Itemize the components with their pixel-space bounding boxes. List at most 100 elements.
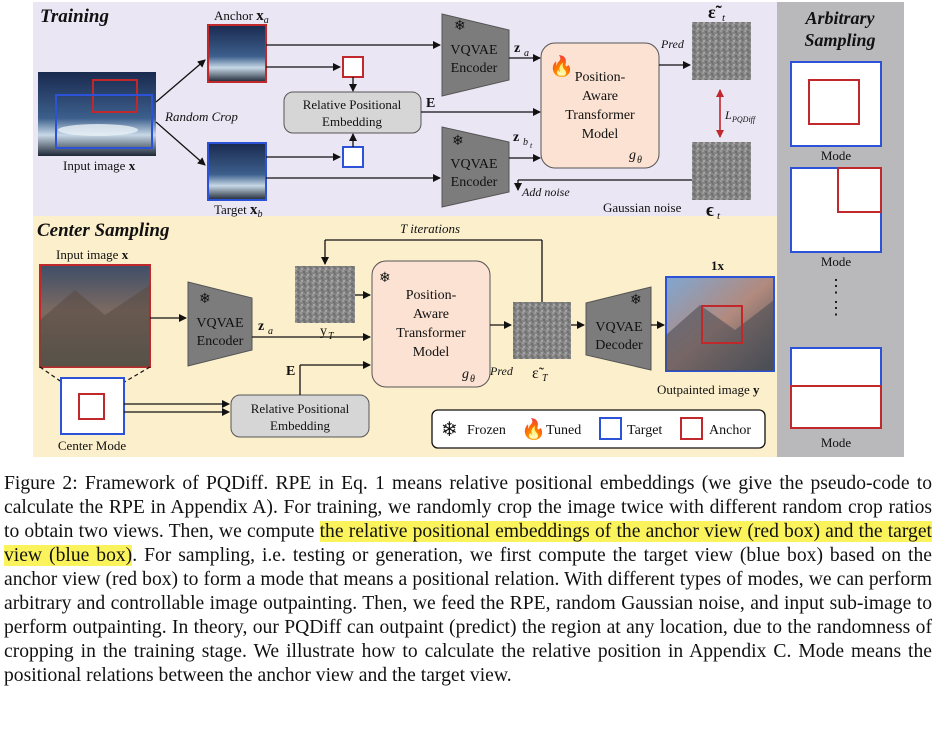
- svg-text:b: b: [523, 137, 528, 148]
- svg-text:Input image x: Input image x: [56, 247, 129, 262]
- center-input-label: Input image: [56, 247, 119, 262]
- svg-text:T: T: [542, 373, 549, 384]
- svg-text:Outpainted image y: Outpainted image y: [657, 382, 760, 397]
- svg-text:Input image x: Input image x: [63, 158, 136, 173]
- target-image: [207, 142, 267, 201]
- vqvae-encoder-bottom: [441, 126, 510, 208]
- figure-caption: Figure 2: Framework of PQDiff. RPE in Eq…: [4, 472, 932, 688]
- framework-figure: Training Input image x Random Crop Ancho…: [33, 2, 904, 457]
- svg-text:Transformer: Transformer: [396, 326, 466, 341]
- svg-text:VQVAE: VQVAE: [595, 320, 642, 335]
- svg-text:z: z: [513, 130, 519, 145]
- svg-text:Model: Model: [582, 127, 619, 142]
- vqvae-decoder: [585, 286, 652, 371]
- y-t-noise: [295, 266, 355, 323]
- zoom-label: 1x: [711, 258, 725, 273]
- vqvae-encoder-top: [441, 13, 510, 97]
- mode-3: [790, 347, 882, 429]
- input-image-label: Input image: [63, 158, 126, 173]
- svg-text:VQVAE: VQVAE: [450, 157, 497, 172]
- svg-text:θ: θ: [470, 374, 475, 385]
- svg-text:g: g: [462, 367, 469, 382]
- svg-text:Embedding: Embedding: [322, 114, 382, 129]
- center-title: Center Sampling: [37, 220, 170, 241]
- flame-icon: 🔥: [521, 417, 546, 441]
- legend-tuned: Tuned: [546, 423, 581, 438]
- svg-text:Mode: Mode: [821, 254, 852, 269]
- svg-text:E: E: [286, 364, 295, 379]
- svg-text:Position-: Position-: [575, 70, 626, 85]
- center-mode-anchor: [78, 393, 105, 420]
- center-mode-label: Center Mode: [58, 438, 126, 453]
- svg-text:Encoder: Encoder: [451, 61, 498, 76]
- ellipsis-dots: ⋮: [827, 276, 845, 296]
- gaussian-noise-label: Gaussian noise: [603, 200, 682, 215]
- svg-text:Encoder: Encoder: [197, 334, 244, 349]
- svg-text:Embedding: Embedding: [270, 418, 330, 433]
- pred-label: Pred: [660, 37, 685, 51]
- svg-text:PQDiff: PQDiff: [731, 115, 757, 124]
- random-crop-label: Random Crop: [164, 109, 238, 124]
- svg-text:Position-: Position-: [406, 288, 457, 303]
- snowflake-icon: ❄: [452, 134, 464, 149]
- svg-text:Aware: Aware: [582, 89, 618, 104]
- E-label-training: E: [426, 96, 435, 111]
- arbitrary-title-1: Arbitrary: [804, 8, 875, 28]
- vqvae-encoder-center: [187, 281, 253, 367]
- svg-text:t: t: [722, 12, 726, 24]
- svg-text:z: z: [514, 41, 520, 56]
- svg-text:ϵ: ϵ: [706, 200, 714, 221]
- arbitrary-title-2: Sampling: [804, 30, 875, 50]
- caption-part-2: . For sampling, i.e. testing or generati…: [4, 545, 932, 686]
- center-mode-target: [60, 377, 125, 435]
- transformer-training: [540, 42, 660, 169]
- svg-text:VQVAE: VQVAE: [196, 316, 243, 331]
- legend-target: Target: [627, 423, 662, 438]
- add-noise-label: Add noise: [521, 185, 570, 199]
- svg-text:VQVAE: VQVAE: [450, 43, 497, 58]
- svg-text:y: y: [320, 324, 327, 339]
- svg-text:Model: Model: [413, 345, 450, 360]
- flame-icon: 🔥: [549, 54, 574, 78]
- eps-t-noise: [513, 302, 571, 359]
- training-title: Training: [40, 6, 109, 27]
- svg-text:Relative Positional: Relative Positional: [251, 401, 350, 416]
- legend-anchor: Anchor: [709, 423, 751, 438]
- svg-text:Mode: Mode: [821, 148, 852, 163]
- svg-text:z: z: [258, 319, 264, 334]
- svg-text:T: T: [328, 331, 335, 342]
- svg-text:Aware: Aware: [413, 307, 449, 322]
- transformer-center: [371, 260, 491, 388]
- predicted-noise: [692, 22, 751, 80]
- snowflake-icon: ❄: [199, 292, 211, 307]
- svg-text:Pred: Pred: [489, 364, 514, 378]
- svg-text:Encoder: Encoder: [451, 175, 498, 190]
- mode-1: [790, 61, 882, 147]
- svg-text:Mode: Mode: [821, 435, 852, 450]
- svg-text:L: L: [724, 108, 732, 122]
- svg-text:Decoder: Decoder: [595, 338, 643, 353]
- anchor-label: Anchor: [214, 8, 254, 23]
- svg-text:g: g: [629, 148, 636, 163]
- caption-part-1: Figure 2: Framework of PQDiff. RPE in Eq…: [4, 473, 932, 542]
- gaussian-noise: [692, 142, 751, 200]
- svg-text:⋮: ⋮: [827, 298, 845, 318]
- svg-text:θ: θ: [637, 155, 642, 166]
- snowflake-icon: ❄: [441, 419, 458, 441]
- t-iterations-label: T iterations: [400, 221, 460, 236]
- svg-text:a: a: [524, 48, 529, 59]
- svg-text:a: a: [268, 326, 273, 337]
- legend-frozen: Frozen: [467, 423, 506, 438]
- mode-2: [790, 167, 882, 253]
- anchor-box-small: [342, 56, 364, 78]
- svg-text:Transformer: Transformer: [565, 108, 635, 123]
- snowflake-icon: ❄: [630, 293, 642, 308]
- target-box-small: [342, 146, 364, 168]
- input-crop-blue: [55, 94, 153, 149]
- snowflake-icon: ❄: [454, 19, 466, 34]
- target-label: Target: [214, 202, 247, 217]
- svg-text:Relative Positional: Relative Positional: [303, 97, 402, 112]
- snowflake-icon: ❄: [379, 271, 391, 286]
- svg-text:t: t: [530, 141, 533, 150]
- svg-text:t: t: [717, 210, 721, 222]
